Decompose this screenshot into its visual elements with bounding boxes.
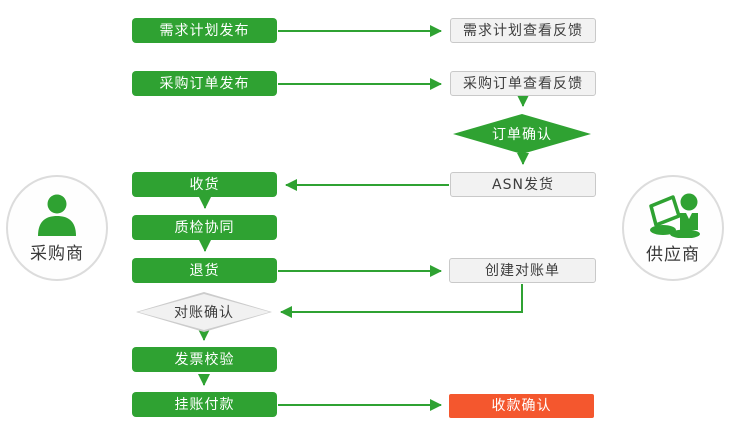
flow-node-receipt-confirm: 收款确认 xyxy=(449,394,594,418)
person-laptop-icon xyxy=(649,193,700,238)
flow-node-demand-plan-feedback: 需求计划查看反馈 xyxy=(450,18,596,43)
flow-node-payment-on-account: 挂账付款 xyxy=(132,392,277,417)
flow-node-label: 订单确认 xyxy=(492,127,552,143)
buyer-actor: 采购商 xyxy=(6,175,108,281)
supplier-actor: 供应商 xyxy=(622,175,724,281)
flow-node-create-statement: 创建对账单 xyxy=(449,258,596,283)
flow-node-receive-goods: 收货 xyxy=(132,172,277,197)
flow-node-reconciliation-confirm: 对账确认 xyxy=(136,292,272,332)
flow-node-asn-shipment: ASN发货 xyxy=(450,172,596,197)
flow-node-invoice-verification: 发票校验 xyxy=(132,347,277,372)
edge-statement-to-recon xyxy=(280,284,523,318)
flow-node-order-confirm: 订单确认 xyxy=(453,114,591,154)
buyer-label: 采购商 xyxy=(30,243,84,264)
supplier-label: 供应商 xyxy=(646,244,700,265)
person-icon xyxy=(38,194,76,236)
flow-node-purchase-order-feedback: 采购订单查看反馈 xyxy=(450,71,596,96)
flow-node-label: 对账确认 xyxy=(174,305,234,321)
flow-node-demand-plan-publish: 需求计划发布 xyxy=(132,18,277,43)
flow-node-return-goods: 退货 xyxy=(132,258,277,283)
flow-node-purchase-order-publish: 采购订单发布 xyxy=(132,71,277,96)
flow-node-quality-inspection: 质检协同 xyxy=(132,215,277,240)
